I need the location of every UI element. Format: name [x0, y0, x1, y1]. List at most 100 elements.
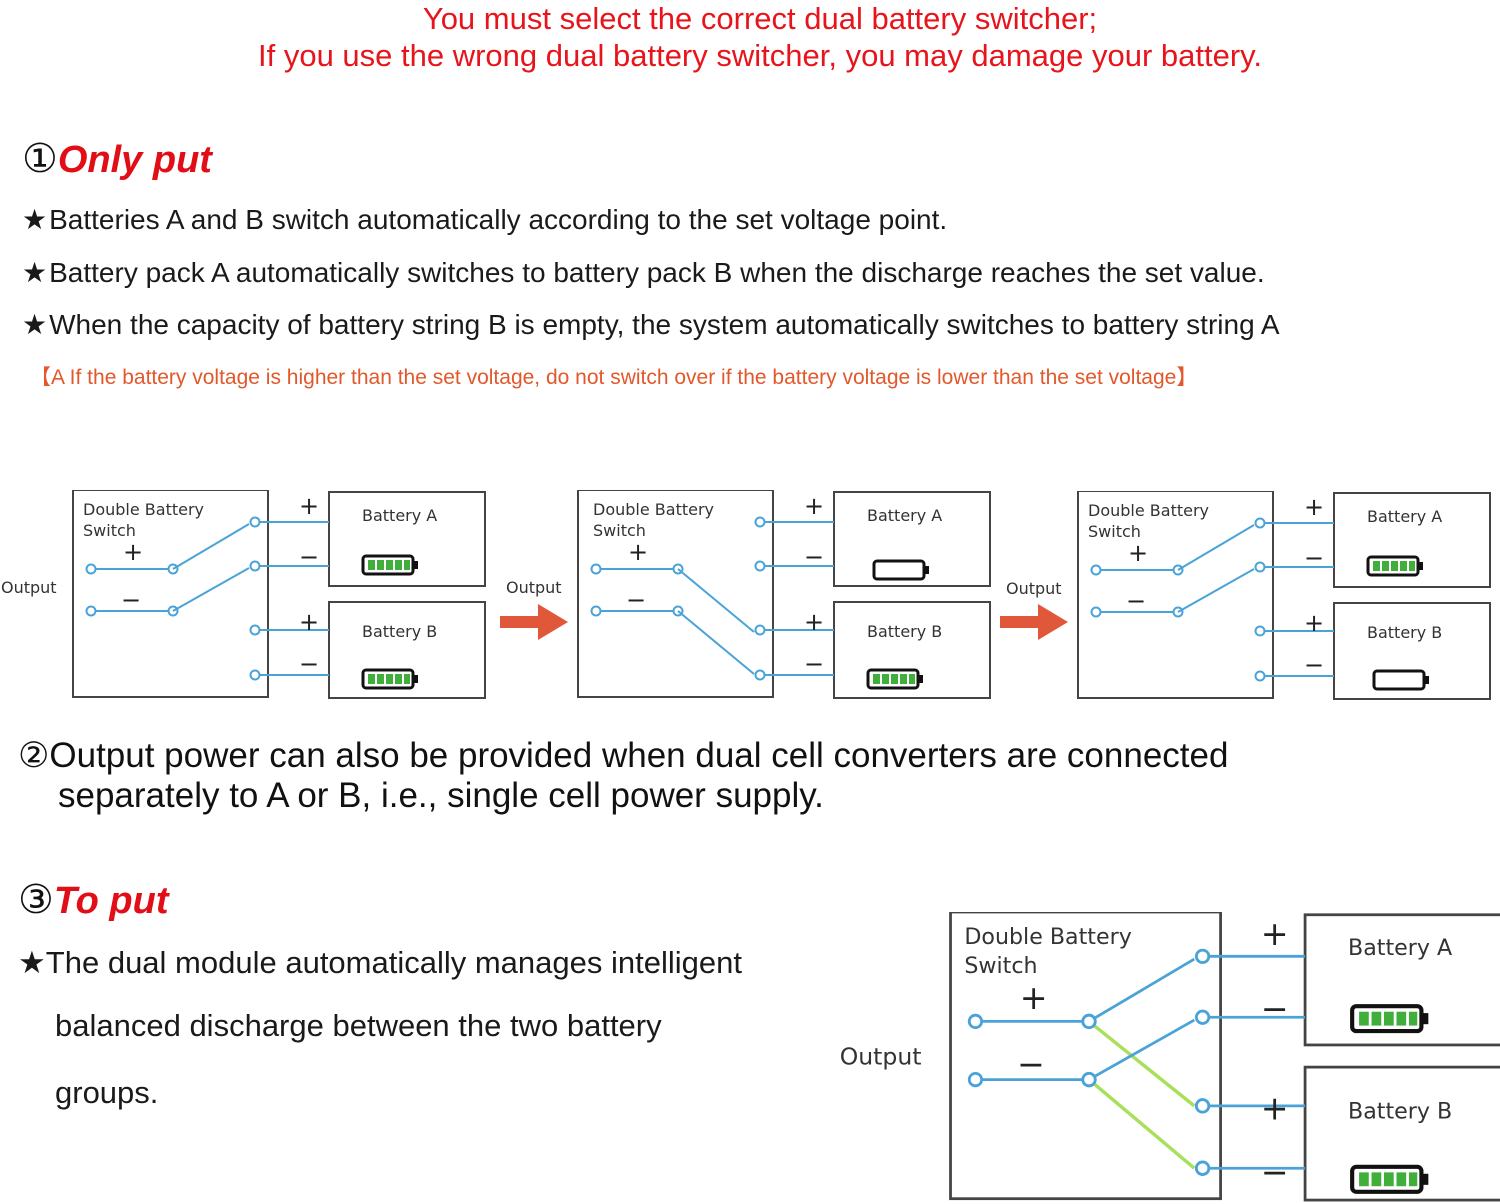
- battery-a-icon: [361, 554, 420, 576]
- bullet-3: ★When the capacity of battery string B i…: [22, 308, 1280, 341]
- diagram-1: Double Battery Switch + − Output + − + −…: [1, 490, 486, 699]
- section-3-number: ③: [18, 878, 54, 922]
- diagram-2: Double Battery Switch + − Output + − + −…: [506, 490, 991, 699]
- switch-arm-positive: [1088, 957, 1195, 1023]
- section-3-heading: ③To put: [18, 877, 169, 923]
- switch-label: Double Battery: [83, 500, 204, 519]
- battery-b-label: Battery B: [867, 622, 942, 641]
- switch-label: Switch: [1088, 522, 1141, 541]
- switch-label: Double Battery: [1088, 501, 1209, 520]
- plus-sign: +: [804, 492, 824, 520]
- battery-a-label: Battery A: [1348, 935, 1452, 961]
- plus-sign: +: [1261, 914, 1289, 953]
- terminal: [1194, 1160, 1211, 1176]
- switch-arm-positive: [677, 568, 755, 633]
- plus-sign: +: [1304, 493, 1324, 521]
- bullet-3-text: When the capacity of battery string B is…: [49, 309, 1280, 340]
- star-icon: ★: [18, 945, 46, 980]
- minus-sign: −: [299, 543, 319, 571]
- bullet-1: ★Batteries A and B switch automatically …: [22, 203, 947, 236]
- bullet-2-text: Battery pack A automatically switches to…: [49, 257, 1265, 288]
- output-label: Output: [1006, 579, 1062, 598]
- switch-arm-negative: [1177, 568, 1255, 613]
- minus-sign: −: [626, 586, 646, 614]
- output-label: Output: [840, 1042, 922, 1070]
- switch-arm-negative: [677, 610, 755, 675]
- section-2-number: ②: [18, 736, 50, 775]
- battery-b-label: Battery B: [1367, 623, 1442, 642]
- battery-a-label: Battery A: [867, 506, 942, 525]
- minus-sign: −: [1017, 1044, 1045, 1083]
- warning-line-2: If you use the wrong dual battery switch…: [257, 38, 1262, 73]
- battery-b-label: Battery B: [362, 622, 437, 641]
- switch-arm-positive: [172, 523, 250, 570]
- minus-sign: −: [1261, 1152, 1289, 1191]
- minus-sign: −: [1126, 587, 1146, 615]
- section-2: ②Output power can also be provided when …: [18, 736, 1228, 816]
- diagram-4: Double Battery Switch + − Output + − + −…: [840, 912, 1500, 1202]
- battery-a-icon: [1366, 555, 1425, 577]
- minus-sign: −: [299, 650, 319, 678]
- terminal: [1194, 1098, 1211, 1114]
- section-2-line-1: Output power can also be provided when d…: [49, 736, 1229, 775]
- voltage-note: 【A If the battery voltage is higher than…: [30, 366, 1198, 389]
- arrow-right-icon: [500, 604, 568, 640]
- battery-b-label: Battery B: [1348, 1098, 1452, 1124]
- bullet-1-text: Batteries A and B switch automatically a…: [49, 204, 948, 235]
- minus-sign: −: [1304, 651, 1324, 679]
- plus-sign: +: [1304, 609, 1324, 637]
- star-icon: ★: [22, 257, 48, 288]
- switch-pivot: [1081, 1071, 1097, 1088]
- switch-arm-negative: [172, 567, 250, 612]
- plus-sign: +: [628, 538, 648, 566]
- balance-wire-positive: [1087, 1020, 1196, 1108]
- battery-b-icon: [1372, 669, 1431, 691]
- minus-sign: −: [1304, 544, 1324, 572]
- battery-b-icon: [1352, 1167, 1428, 1192]
- section-3-line-3: groups.: [55, 1075, 159, 1110]
- switch-label: Switch: [593, 521, 646, 540]
- plus-sign: +: [1020, 978, 1048, 1017]
- section-3-text: ★The dual module automatically manages i…: [18, 945, 838, 1125]
- star-icon: ★: [22, 204, 48, 235]
- battery-a-label: Battery A: [362, 506, 437, 525]
- arrow-right-icon: [1000, 604, 1068, 640]
- plus-sign: +: [804, 608, 824, 636]
- plus-sign: +: [123, 538, 143, 566]
- section-1-number: ①: [22, 137, 58, 181]
- switch-arm-negative: [1088, 1018, 1195, 1081]
- minus-sign: −: [804, 543, 824, 571]
- battery-a-icon: [1352, 1006, 1428, 1031]
- star-icon: ★: [22, 309, 48, 340]
- bullet-2: ★Battery pack A automatically switches t…: [22, 256, 1265, 289]
- switch-pivot: [1081, 1013, 1097, 1030]
- battery-b-icon: [866, 668, 925, 690]
- switch-label: Switch: [964, 953, 1037, 979]
- warning-line-1: You must select the correct dual battery…: [422, 1, 1098, 36]
- switch-label: Double Battery: [593, 500, 714, 519]
- minus-sign: −: [121, 586, 141, 614]
- minus-sign: −: [804, 650, 824, 678]
- balance-wire-negative: [1087, 1078, 1196, 1170]
- output-label: Output: [1, 578, 57, 597]
- diagram-3: Double Battery Switch + − Output + − + −…: [1006, 491, 1491, 700]
- output-label: Output: [506, 578, 562, 597]
- switch-label: Double Battery: [964, 924, 1131, 950]
- battery-a-label: Battery A: [1367, 507, 1442, 526]
- section-3-line-1: ★The dual module automatically manages i…: [18, 945, 742, 981]
- battery-a-icon: [872, 559, 931, 581]
- section-1-title: Only put: [57, 139, 212, 181]
- plus-sign: +: [1128, 539, 1148, 567]
- plus-sign: +: [299, 492, 319, 520]
- switch-arm-positive: [1177, 524, 1255, 571]
- section-1-heading: ①Only put: [22, 136, 212, 182]
- section-3-title: To put: [53, 880, 169, 922]
- section-2-line-2: separately to A or B, i.e., single cell …: [58, 776, 824, 815]
- switch-label: Switch: [83, 521, 136, 540]
- battery-b-icon: [361, 668, 420, 690]
- section-3-line-2: balanced discharge between the two batte…: [55, 1008, 662, 1043]
- minus-sign: −: [1261, 989, 1289, 1028]
- section-3-line-1-text: The dual module automatically manages in…: [45, 945, 742, 980]
- plus-sign: +: [299, 608, 319, 636]
- plus-sign: +: [1261, 1089, 1289, 1128]
